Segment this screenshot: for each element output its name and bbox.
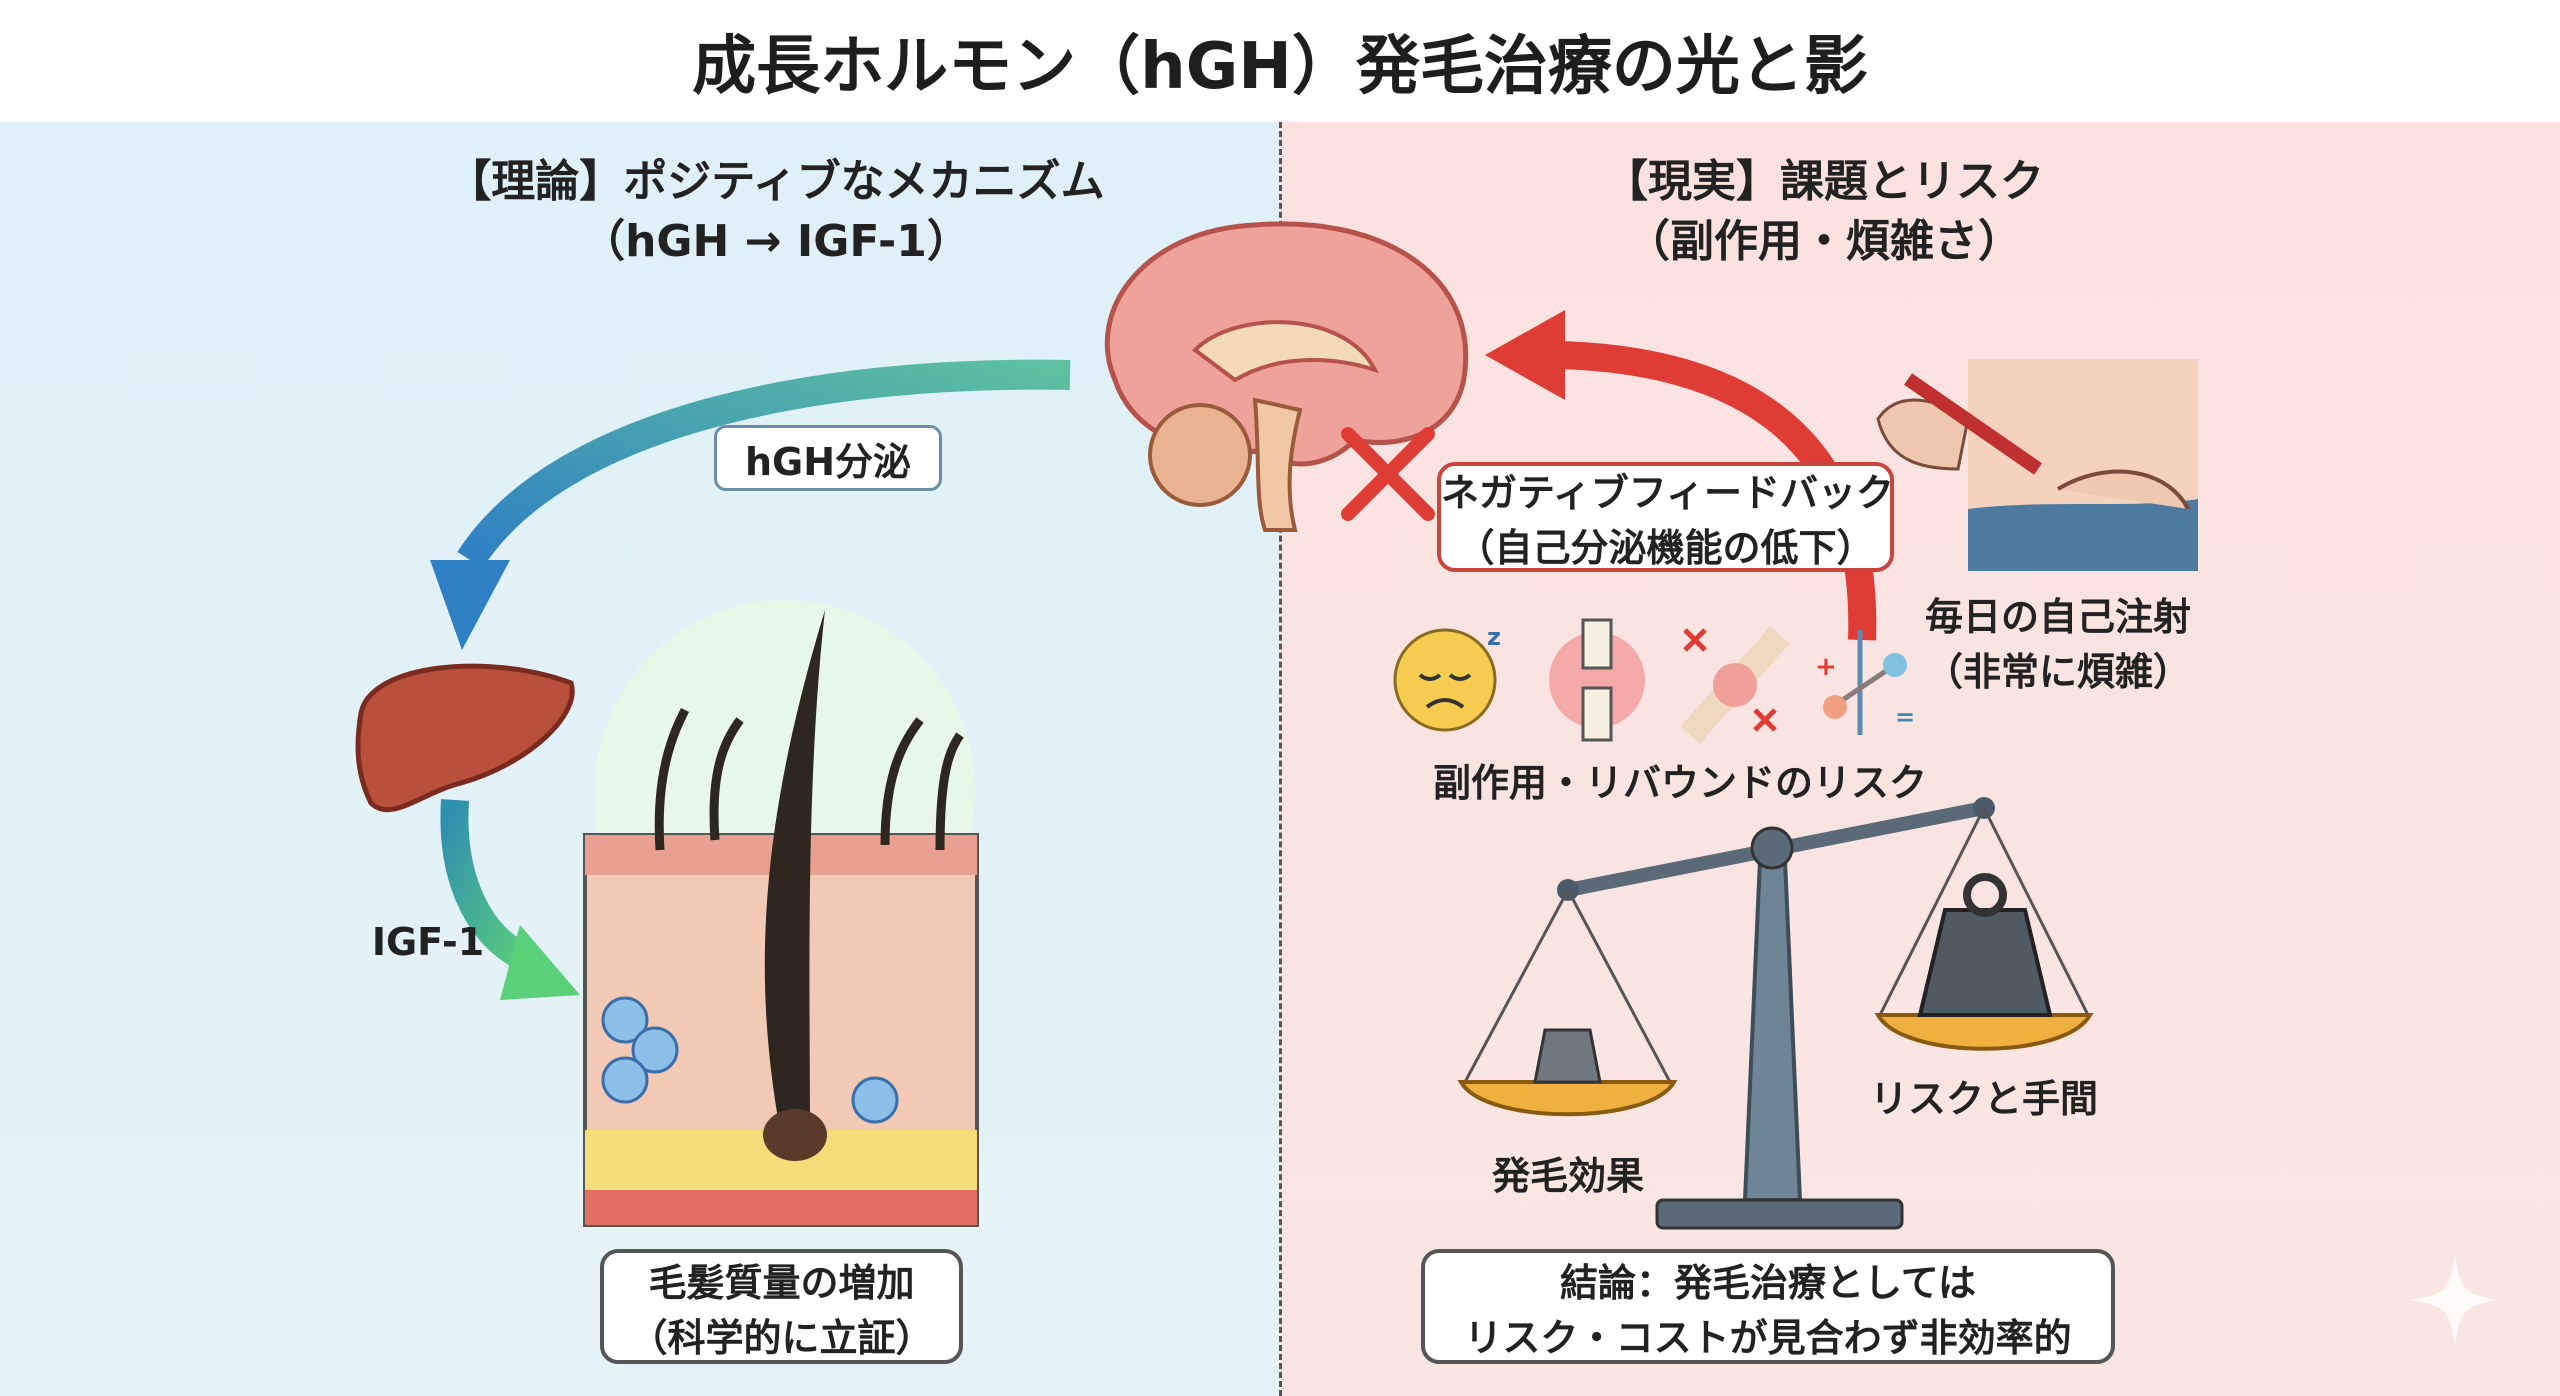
conclusion-box: 結論：発毛治療としては リスク・コストが見合わず非効率的 [1421,1249,2115,1364]
svg-text:+: + [1815,652,1837,682]
scale-right-label: リスクと手間 [1869,1077,2098,1121]
hair-follicle-illustration [583,600,979,1227]
left-heading: 【理論】ポジティブなメカニズム （hGH → IGF-1） [376,152,1176,272]
conclusion-line2: リスク・コストが見合わず非効率的 [1464,1315,2072,1360]
result-line2: （科学的に立証） [629,1315,934,1360]
self-injection-illustration [1876,359,2198,571]
hormone-balance-icon: += [1815,630,1915,735]
feedback-line2: （自己分泌機能の低下） [1456,526,1875,570]
daily-injection-label: 毎日の自己注射 （非常に煩雑） [1918,586,2198,696]
feedback-line1: ネガティブフィードバック [1441,471,1894,515]
negative-feedback-box: ネガティブフィードバック （自己分泌機能の低下） [1437,462,1894,572]
joint-pain-icon [1549,618,1645,742]
title-bar: 成長ホルモン（hGH）発毛治療の光と影 [0,0,2560,122]
right-heading-line2: （副作用・煩雑さ） [1626,216,2022,267]
tired-face-icon: z [1393,623,1501,732]
injection-line1: 毎日の自己注射 [1924,595,2191,639]
svg-text:=: = [1895,703,1915,731]
right-panel-reality [1280,122,2560,1396]
hgh-secretion-label: hGH分泌 [714,425,942,491]
svg-text:z: z [1487,623,1501,651]
bone-disorder-icon [1680,626,1790,744]
sparkle-icon [2410,1255,2500,1345]
igf1-label: IGF-1 [371,920,485,964]
hair-mass-result-box: 毛髪質量の増加 （科学的に立証） [600,1249,963,1364]
blocked-x-icon [1341,427,1435,521]
injection-line2: （非常に煩雑） [1924,650,2191,694]
right-heading-line1: 【現実】課題とリスク [1604,156,2044,207]
liver-illustration [355,663,575,813]
result-line1: 毛髪質量の増加 [648,1260,915,1305]
hgh-secretion-text: hGH分泌 [744,439,912,484]
right-heading: 【現実】課題とリスク （副作用・煩雑さ） [1424,152,2224,272]
left-heading-line1: 【理論】ポジティブなメカニズム [447,156,1105,207]
conclusion-line1: 結論：発毛治療としては [1559,1260,1977,1305]
scale-left-label: 発毛効果 [1491,1154,1644,1198]
page-title: 成長ホルモン（hGH）発毛治療の光と影 [692,30,1868,104]
brain-illustration [1104,221,1469,532]
side-effects-label: 副作用・リバウンドのリスク [1432,761,1927,805]
left-heading-line2: （hGH → IGF-1） [581,216,971,267]
dashed-divider [1279,122,1282,1396]
